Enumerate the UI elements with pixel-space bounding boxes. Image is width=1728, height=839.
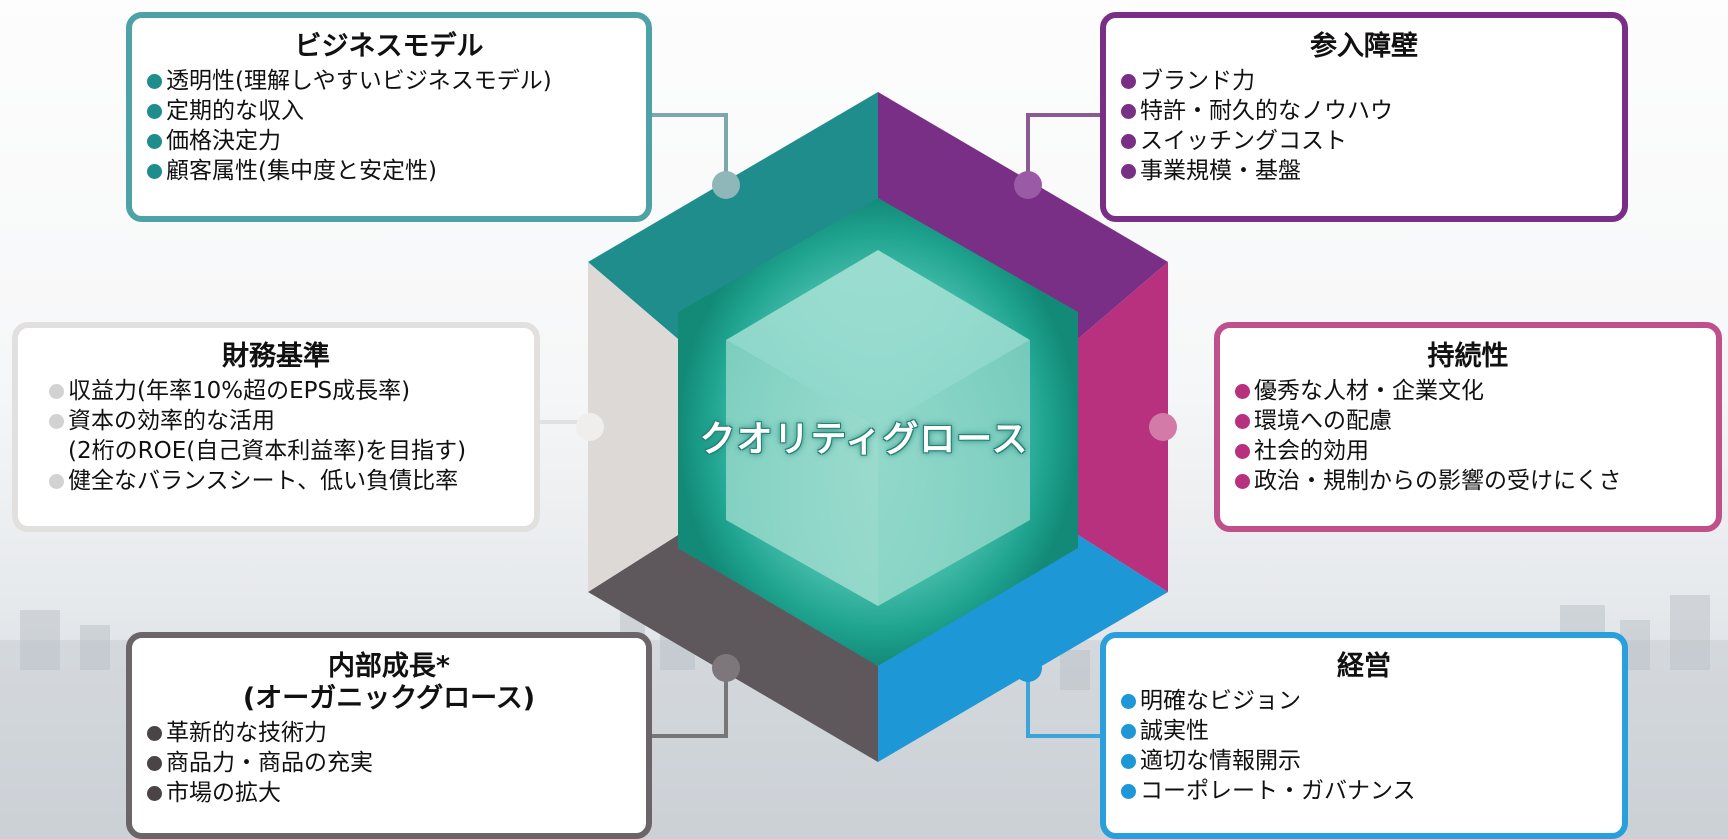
bullet-list: 革新的な技術力 商品力・商品の充実 市場の拡大: [132, 718, 646, 808]
list-item: スイッチングコスト: [1121, 126, 1612, 156]
dot-organic: [712, 654, 740, 682]
box-title: 参入障壁: [1310, 31, 1418, 62]
bullet-list: 収益力(年率10%超のEPS成長率) 資本の効率的な活用 (2桁のROE(自己資…: [18, 376, 534, 496]
bullet-list: 優秀な人材・企業文化 環境への配慮 社会的効用 政治・規制からの影響の受けにくさ: [1220, 376, 1716, 496]
dot-business-model: [712, 171, 740, 199]
connector-barriers: [1026, 113, 1104, 185]
connector-management: [1026, 665, 1104, 738]
connector-organic: [640, 665, 728, 738]
segment-management: [878, 535, 1168, 762]
list-item: 環境への配慮: [1235, 406, 1706, 436]
segment-barriers: [878, 92, 1168, 339]
box-title: 財務基準: [222, 341, 330, 372]
list-item: 特許・耐久的なノウハウ: [1121, 96, 1612, 126]
dot-management: [1014, 654, 1042, 682]
list-item: 誠実性: [1121, 716, 1612, 746]
list-item: 社会的効用: [1235, 436, 1706, 466]
bullet-list: 透明性(理解しやすいビジネスモデル) 定期的な収入 価格決定力 顧客属性(集中度…: [132, 66, 646, 186]
list-item: 価格決定力: [147, 126, 636, 156]
box-subtitle: (オーガニックグロース): [242, 683, 536, 714]
box-business-model: ビジネスモデル 透明性(理解しやすいビジネスモデル) 定期的な収入 価格決定力 …: [126, 12, 652, 222]
dot-financial: [576, 413, 604, 441]
list-item: 顧客属性(集中度と安定性): [147, 156, 636, 186]
list-item: 優秀な人材・企業文化: [1235, 376, 1706, 406]
cube-top-face: [726, 250, 1030, 428]
list-item: 市場の拡大: [147, 778, 636, 808]
box-management: 経営 明確なビジョン 誠実性 適切な情報開示 コーポレート・ガバナンス: [1100, 632, 1628, 839]
segment-financial: [588, 262, 678, 592]
dot-barriers: [1014, 171, 1042, 199]
list-item: 透明性(理解しやすいビジネスモデル): [147, 66, 636, 96]
box-barriers: 参入障壁 ブランド力 特許・耐久的なノウハウ スイッチングコスト 事業規模・基盤: [1100, 12, 1628, 222]
segment-business-model: [588, 92, 878, 339]
box-title: 経営: [1337, 651, 1391, 682]
box-sustainability: 持続性 優秀な人材・企業文化 環境への配慮 社会的効用 政治・規制からの影響の受…: [1214, 322, 1722, 532]
box-title: 持続性: [1427, 341, 1509, 372]
list-item: 収益力(年率10%超のEPS成長率): [49, 376, 524, 406]
list-item: ブランド力: [1121, 66, 1612, 96]
center-label: クオリティグロース: [699, 419, 1029, 460]
cube-right-face: [878, 340, 1030, 606]
list-item: 明確なビジョン: [1121, 686, 1612, 716]
dot-sustainability: [1149, 413, 1177, 441]
list-item: 適切な情報開示: [1121, 746, 1612, 776]
box-title: 内部成長*: [327, 651, 451, 682]
list-item: 商品力・商品の充実: [147, 748, 636, 778]
bullet-list: 明確なビジョン 誠実性 適切な情報開示 コーポレート・ガバナンス: [1106, 686, 1622, 806]
list-item: (2桁のROE(自己資本利益率)を目指す): [68, 438, 467, 464]
list-item: 政治・規制からの影響の受けにくさ: [1235, 466, 1706, 496]
list-item: 革新的な技術力: [147, 718, 636, 748]
list-item: 健全なバランスシート、低い負債比率: [49, 466, 524, 496]
list-item: コーポレート・ガバナンス: [1121, 776, 1612, 806]
cube-left-face: [726, 340, 878, 606]
box-financial: 財務基準 収益力(年率10%超のEPS成長率) 資本の効率的な活用 (2桁のRO…: [12, 322, 540, 532]
bullet-list: ブランド力 特許・耐久的なノウハウ スイッチングコスト 事業規模・基盤: [1106, 66, 1622, 186]
list-item: 資本の効率的な活用: [49, 406, 524, 436]
list-item: 事業規模・基盤: [1121, 156, 1612, 186]
list-item: 定期的な収入: [147, 96, 636, 126]
box-title: ビジネスモデル: [294, 31, 484, 62]
segment-organic: [588, 535, 878, 762]
segment-sustainability: [1078, 262, 1168, 592]
connector-business-model: [640, 113, 728, 185]
box-organic-growth: 内部成長* (オーガニックグロース) 革新的な技術力 商品力・商品の充実 市場の…: [126, 632, 652, 839]
